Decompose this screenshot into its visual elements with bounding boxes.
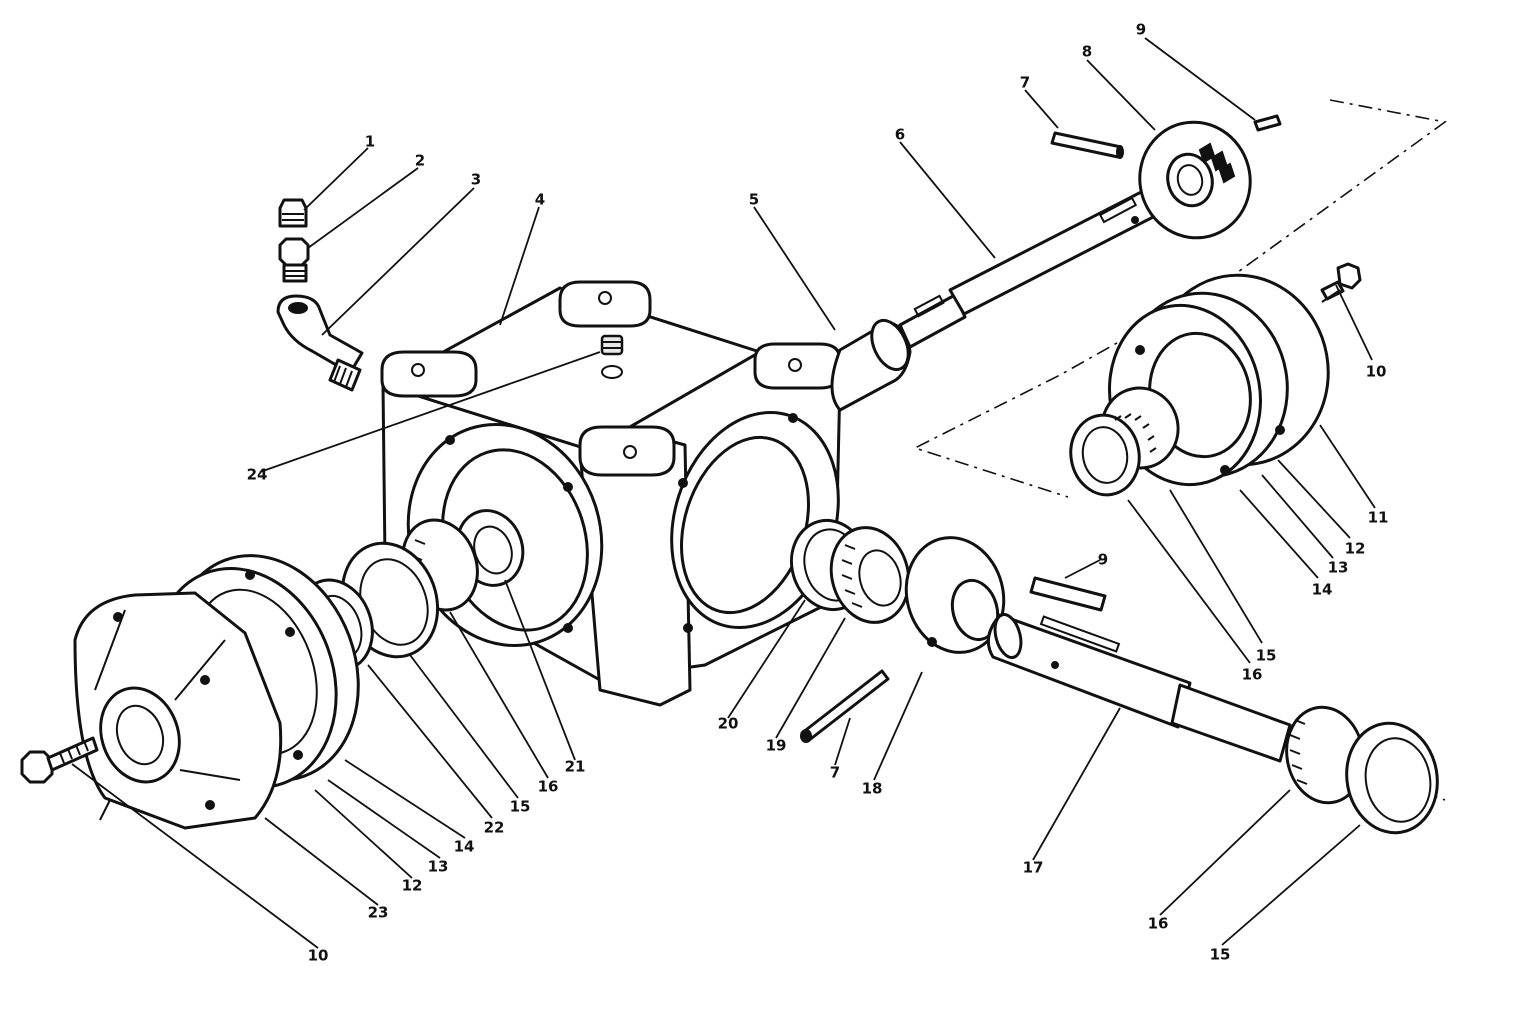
plug-24 — [600, 334, 624, 356]
callout-15-left: 15 — [510, 798, 531, 816]
output-shaft-assembly — [789, 518, 1439, 835]
callout-17: 17 — [1023, 859, 1044, 877]
input-shaft-assembly — [830, 114, 1282, 412]
callouts: 1 2 3 4 5 6 7 8 9 10 11 12 13 14 15 16 2… — [247, 21, 1389, 965]
callout-5: 5 — [749, 191, 759, 209]
breather-assembly — [276, 198, 624, 392]
callout-10-right: 10 — [1366, 363, 1387, 381]
callout-9-lower: 9 — [1098, 551, 1108, 569]
left-cover-assembly — [20, 509, 525, 830]
callout-20: 20 — [718, 715, 739, 733]
callout-16-right: 16 — [1242, 666, 1263, 684]
callout-1: 1 — [365, 133, 375, 151]
leader-lines — [71, 37, 1376, 949]
callout-12-left: 12 — [402, 877, 423, 895]
callout-6: 6 — [895, 126, 905, 144]
callout-13-right: 13 — [1328, 559, 1349, 577]
callout-7-upper: 7 — [1020, 74, 1030, 92]
right-cover-assembly — [1069, 262, 1362, 497]
callout-19: 19 — [766, 737, 787, 755]
callout-14-right: 14 — [1312, 581, 1333, 599]
elbow-3 — [276, 294, 364, 375]
callout-15-lower: 15 — [1210, 946, 1231, 964]
callout-12-right: 12 — [1345, 540, 1366, 558]
callout-3: 3 — [471, 171, 481, 189]
callout-7-lower: 7 — [830, 764, 840, 782]
callout-2: 2 — [415, 152, 425, 170]
callout-18: 18 — [862, 780, 883, 798]
callout-9-upper: 9 — [1136, 21, 1146, 39]
callout-13-left: 13 — [428, 858, 449, 876]
callout-16-lower: 16 — [1148, 915, 1169, 933]
callout-10-left: 10 — [308, 947, 329, 965]
callout-8: 8 — [1082, 43, 1092, 61]
callout-21: 21 — [565, 758, 586, 776]
callout-11: 11 — [1368, 509, 1389, 527]
callout-22: 22 — [484, 819, 505, 837]
reducer-2 — [278, 237, 310, 267]
callout-4: 4 — [535, 191, 545, 209]
callout-15-right: 15 — [1256, 647, 1277, 665]
callout-16-left: 16 — [538, 778, 559, 796]
callout-24: 24 — [247, 466, 268, 484]
callout-14-left: 14 — [454, 838, 475, 856]
callout-23: 23 — [368, 904, 389, 922]
